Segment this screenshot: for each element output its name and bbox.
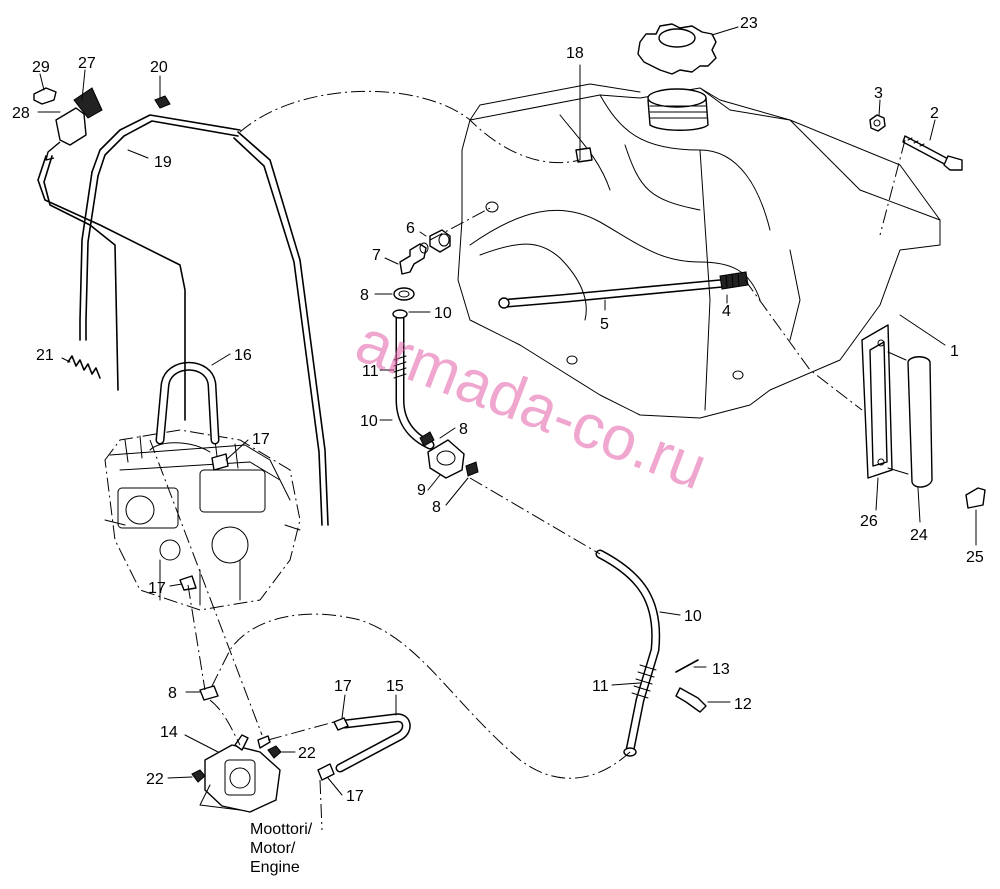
callout-4: 4 <box>722 303 731 320</box>
clamp-fuel-pump <box>199 685 219 701</box>
hose-retainer <box>675 687 707 713</box>
engine-label-en: Engine <box>250 859 300 876</box>
callout-24: 24 <box>910 527 928 544</box>
primer-pump <box>45 87 103 161</box>
callout-21: 21 <box>36 347 54 364</box>
callout-17-pump-bottom: 17 <box>346 788 364 805</box>
engine-label-fi: Moottori/ <box>250 821 313 838</box>
screw-left <box>191 769 206 783</box>
callout-12: 12 <box>734 696 752 713</box>
clamp-carb-b <box>179 575 197 591</box>
fuel-hose-lower <box>595 549 661 757</box>
callout-17-left: 17 <box>148 580 166 597</box>
carburetor-assembly <box>104 429 301 611</box>
callout-5: 5 <box>600 316 609 333</box>
callout-10-low: 10 <box>684 608 702 625</box>
routing-lines <box>149 90 906 831</box>
primer-nut <box>33 87 57 105</box>
callout-13: 13 <box>712 661 730 678</box>
nut <box>869 114 886 132</box>
clamp-pump-a <box>333 717 349 731</box>
engine-label-sv: Motor/ <box>250 840 296 857</box>
tank-strap <box>861 324 933 488</box>
callout-2: 2 <box>930 105 939 122</box>
callout-8-top: 8 <box>360 287 369 304</box>
impulse-hose <box>155 361 220 445</box>
callout-27: 27 <box>78 55 96 72</box>
grommet <box>429 229 451 253</box>
label-tag <box>965 487 986 509</box>
callout-26: 26 <box>860 513 878 530</box>
clamp-pump-b <box>317 763 335 781</box>
callout-18: 18 <box>566 45 584 62</box>
fuel-tank <box>457 83 941 419</box>
vent-lines <box>79 114 329 526</box>
callout-7: 7 <box>372 247 381 264</box>
leader-lines <box>37 26 977 796</box>
callout-labels: 1 2 3 4 5 6 7 8 10 11 10 8 9 8 10 11 13 … <box>12 15 984 805</box>
spring <box>67 355 101 379</box>
cable-tie <box>675 659 699 673</box>
callout-22-left: 22 <box>146 771 164 788</box>
callout-10-top: 10 <box>434 305 452 322</box>
elbow-fitting <box>399 242 429 275</box>
filler-cap <box>637 23 717 75</box>
callout-19: 19 <box>154 154 172 171</box>
callout-8-low: 8 <box>432 499 441 516</box>
callout-8-mid: 8 <box>459 421 468 438</box>
engine-label: Moottori/ Motor/ Engine <box>250 821 313 876</box>
clamp-carb-a <box>211 453 229 471</box>
fuel-filter <box>419 431 479 479</box>
hose-clamp-top <box>393 287 415 301</box>
callout-11-top: 11 <box>362 363 379 380</box>
callout-22-right: 22 <box>298 745 316 762</box>
callout-1: 1 <box>950 343 959 360</box>
primer-cables <box>37 155 186 421</box>
callout-14: 14 <box>160 724 178 741</box>
callout-17-carb: 17 <box>252 431 270 448</box>
callout-9: 9 <box>417 482 426 499</box>
callout-15: 15 <box>386 678 404 695</box>
screw-right <box>267 745 282 759</box>
callout-8-pump: 8 <box>168 685 177 702</box>
callout-29: 29 <box>32 59 50 76</box>
callout-28: 28 <box>12 105 30 122</box>
callout-20: 20 <box>150 59 168 76</box>
callout-23: 23 <box>740 15 758 32</box>
callout-17-pump-top: 17 <box>334 678 352 695</box>
callout-11-low: 11 <box>592 678 609 695</box>
callout-6: 6 <box>406 220 415 237</box>
callout-25: 25 <box>966 549 984 566</box>
pump-hose <box>335 713 411 773</box>
callout-16: 16 <box>234 347 252 364</box>
bolt <box>902 135 963 171</box>
callout-10-mid: 10 <box>360 413 378 430</box>
callout-3: 3 <box>874 85 883 102</box>
line-cap <box>154 95 171 109</box>
fuel-pump <box>199 734 281 813</box>
